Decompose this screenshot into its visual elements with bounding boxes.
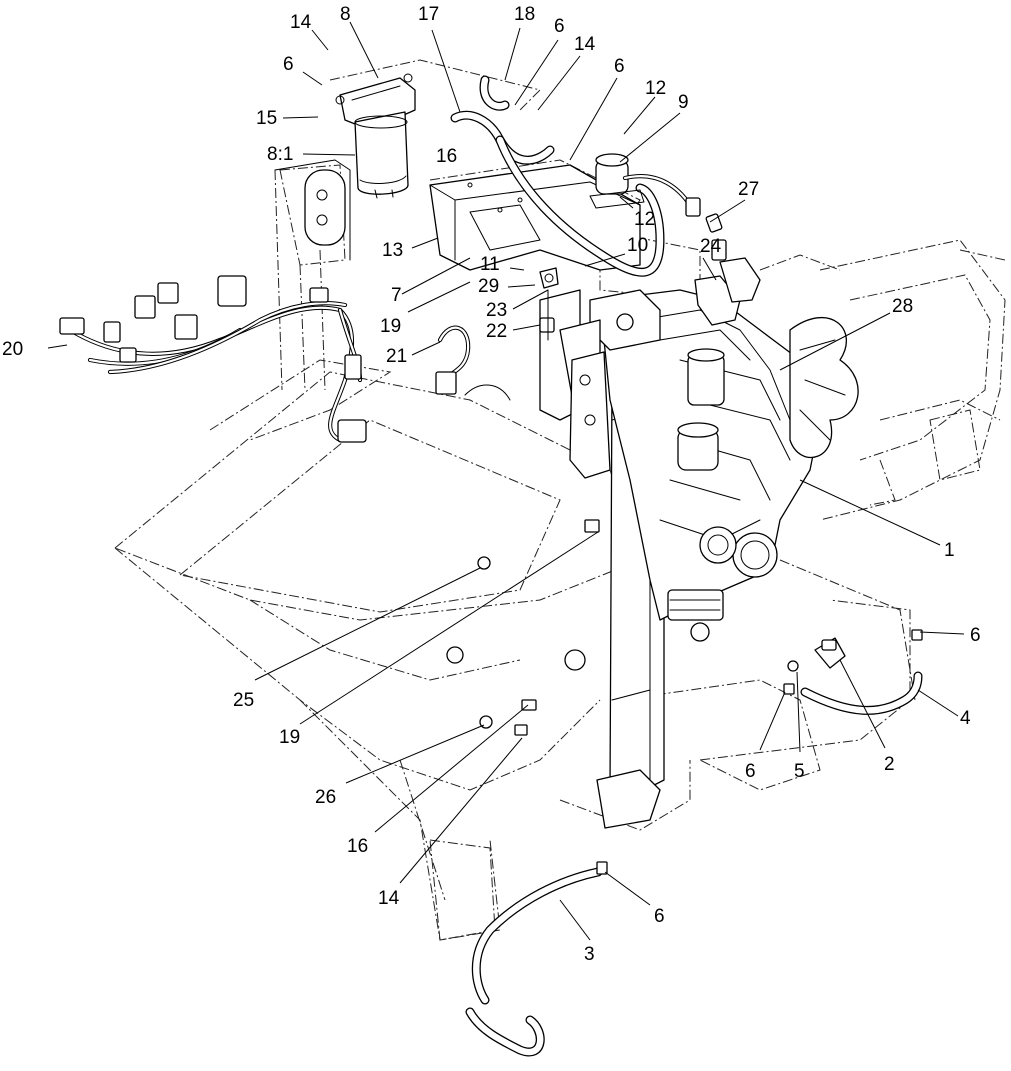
- frame-phantom-lines: [114, 59, 1006, 941]
- callout-6: 6: [554, 16, 565, 37]
- leader-lines: [47, 21, 965, 941]
- battery-cable: [435, 267, 559, 401]
- callout-8: 8: [340, 4, 351, 25]
- callout-26: 26: [315, 787, 336, 808]
- callout-15: 15: [256, 108, 277, 129]
- rops-upright: [274, 159, 351, 261]
- fuel-pump: [589, 153, 727, 261]
- callout-18: 18: [514, 4, 535, 25]
- callout-6: 6: [614, 56, 625, 77]
- wiring-harness: [59, 275, 367, 443]
- callout-6: 6: [745, 761, 756, 782]
- callout-21: 21: [386, 346, 407, 367]
- callout-25: 25: [233, 690, 254, 711]
- callout-28: 28: [892, 296, 913, 317]
- callout-19: 19: [279, 727, 300, 748]
- callout-14: 14: [574, 34, 596, 55]
- callout-6: 6: [283, 54, 294, 75]
- callout-10: 10: [627, 235, 648, 256]
- callout-6: 6: [970, 625, 981, 646]
- callout-9: 9: [678, 92, 689, 113]
- lower-components: [446, 519, 923, 1057]
- callout-11: 11: [480, 254, 500, 275]
- callout-24: 24: [700, 236, 722, 257]
- callout-14: 14: [290, 12, 312, 33]
- callout-8-1: 8:1: [267, 144, 293, 165]
- callout-labels: 14 8 17 18 6 14 6 6 12 9 15 8:1 16 27 12…: [2, 4, 981, 965]
- callout-13: 13: [382, 240, 403, 261]
- callout-14: 14: [378, 888, 400, 909]
- callout-5: 5: [794, 761, 805, 782]
- callout-16: 16: [347, 836, 368, 857]
- callout-22: 22: [486, 321, 507, 342]
- callout-20: 20: [2, 339, 23, 360]
- callout-23: 23: [486, 300, 507, 321]
- callout-27: 27: [738, 179, 759, 200]
- callout-2: 2: [884, 754, 895, 775]
- callout-19: 19: [380, 316, 401, 337]
- callout-16: 16: [436, 146, 457, 167]
- callout-7: 7: [391, 285, 402, 306]
- fuel-hoses-upper: [450, 75, 665, 277]
- engine-assembly: [589, 257, 859, 642]
- callout-6: 6: [654, 906, 665, 927]
- callout-12: 12: [645, 78, 666, 99]
- callout-1: 1: [944, 540, 955, 561]
- callout-17: 17: [418, 4, 439, 25]
- callout-29: 29: [478, 276, 499, 297]
- fuel-filter: [335, 73, 416, 199]
- callout-3: 3: [584, 944, 595, 965]
- callout-12: 12: [634, 209, 655, 230]
- callout-4: 4: [960, 708, 971, 729]
